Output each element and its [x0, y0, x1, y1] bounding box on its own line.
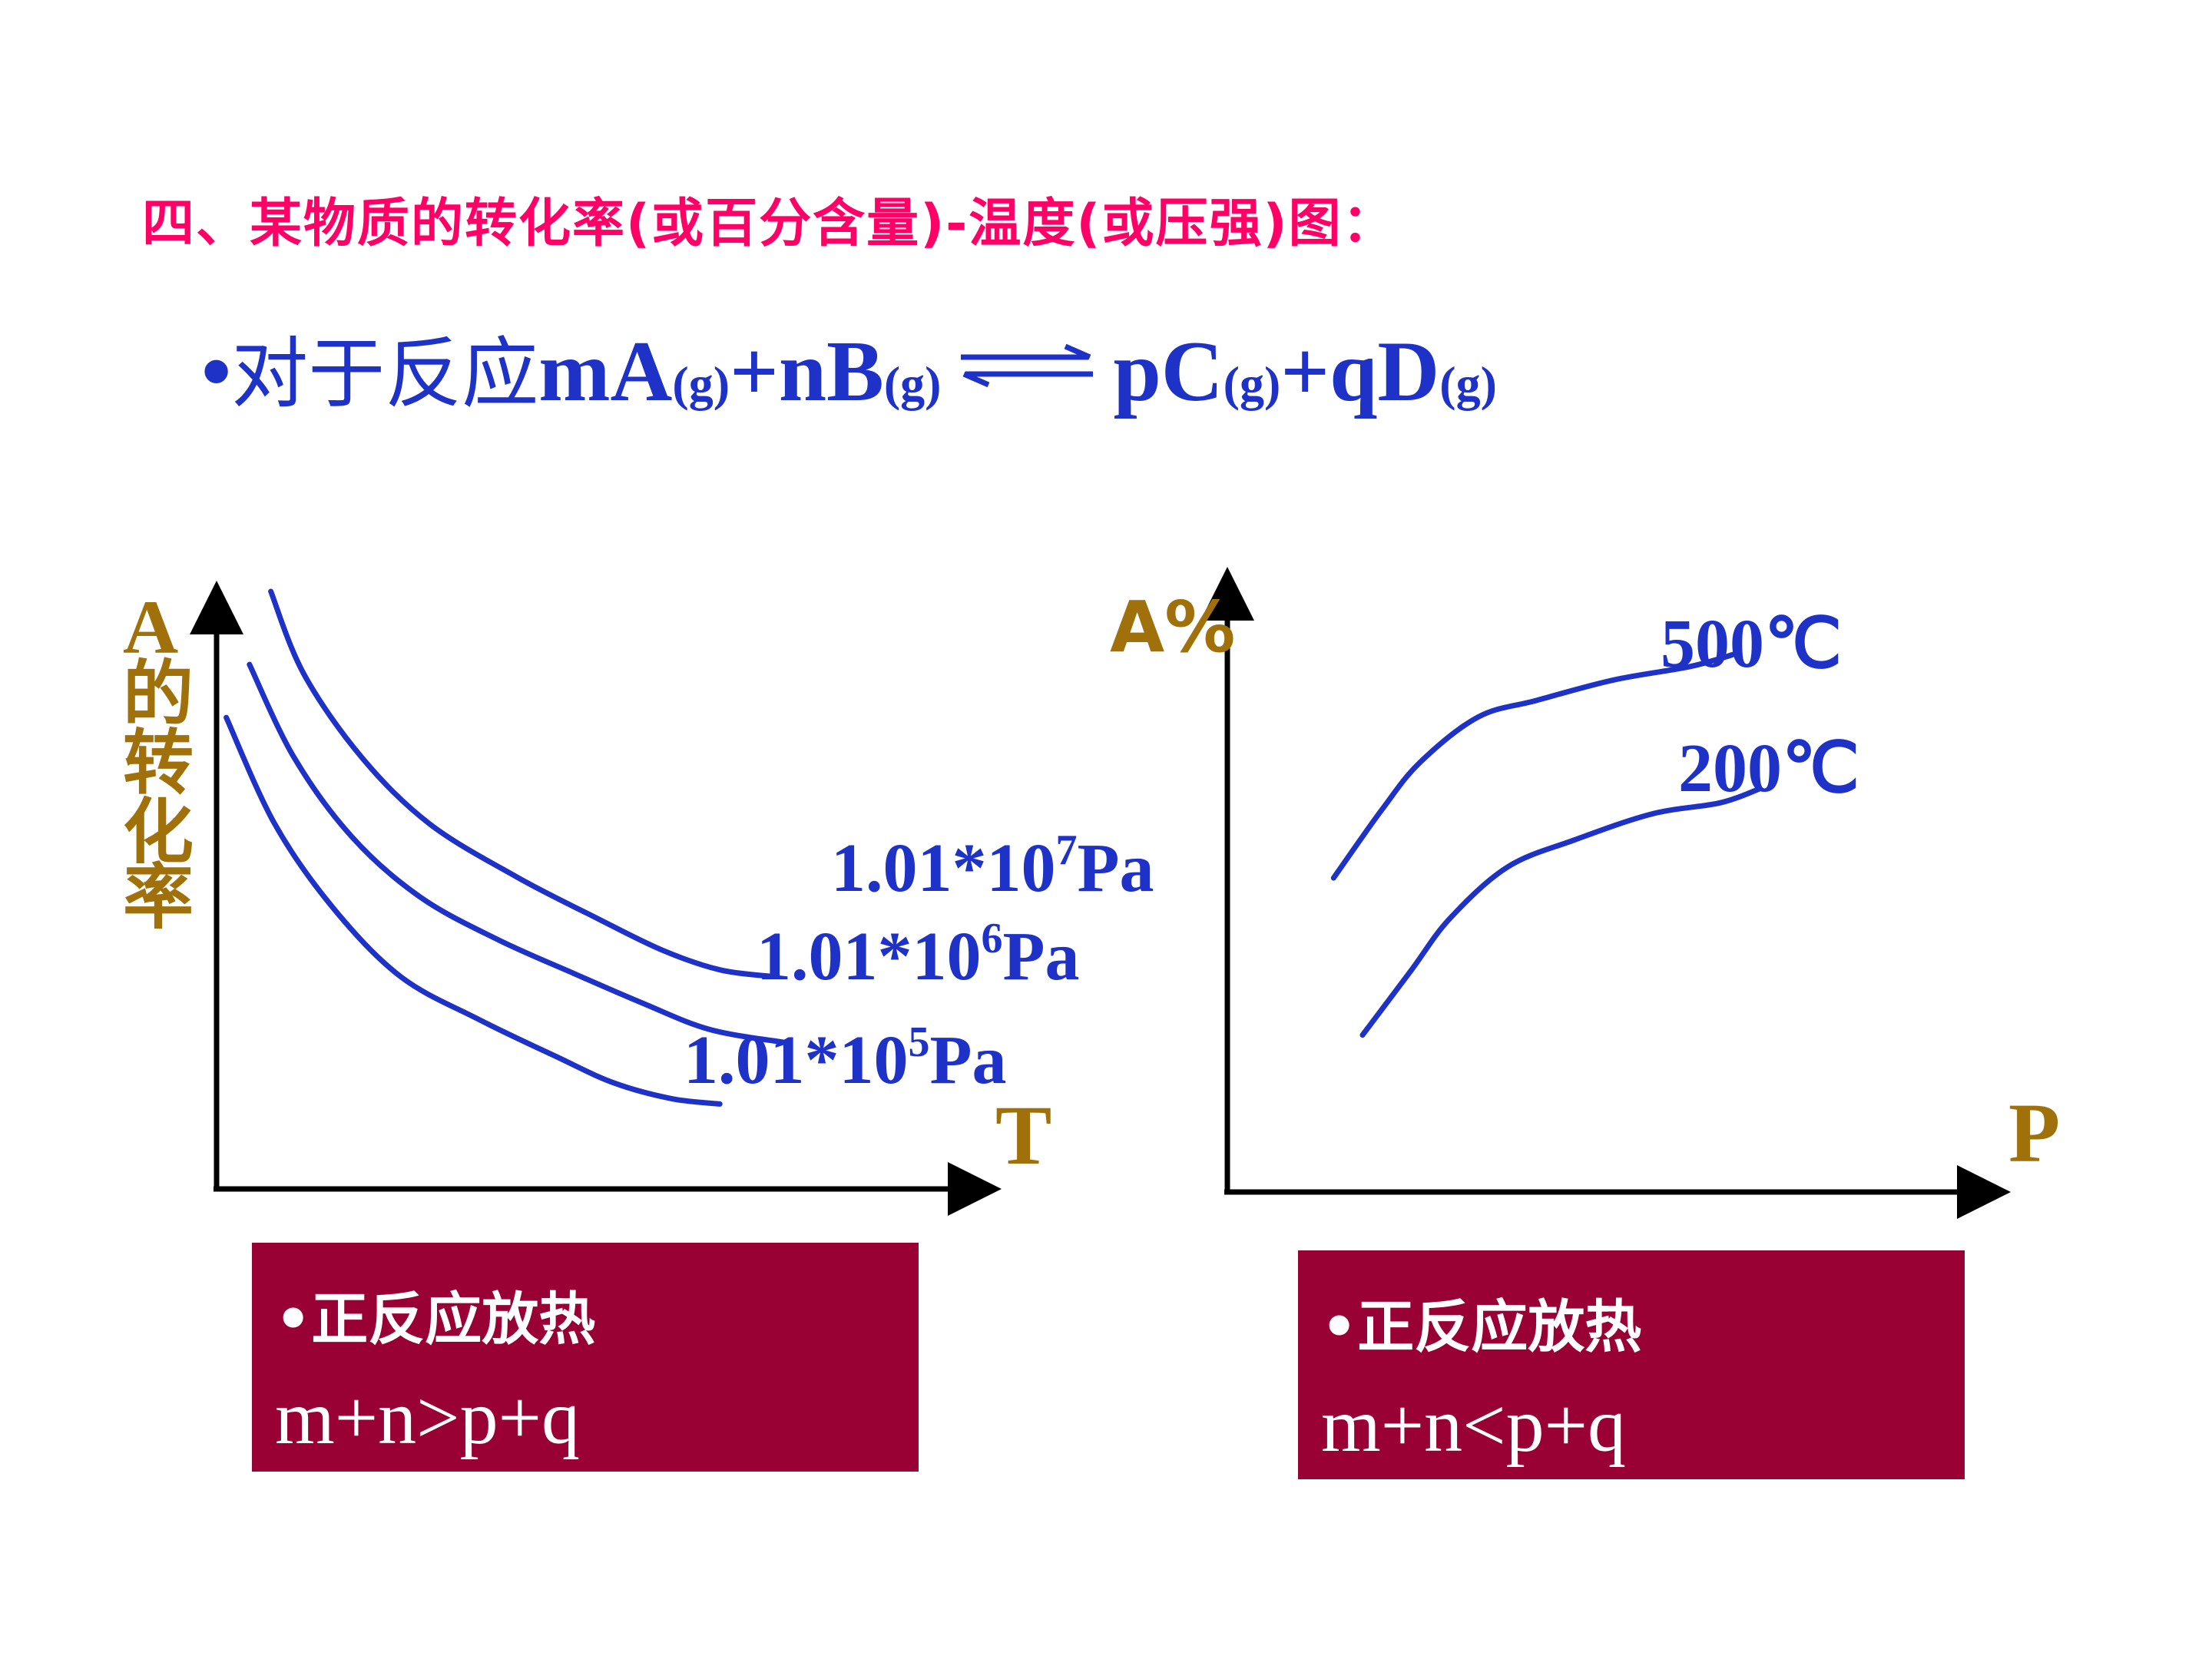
left-chart: A 的 转 化 率 T 1.01*107Pa 1.01*106Pa 1.01*1…: [123, 581, 1154, 1216]
conclusion-heat-label: •正反应放热: [275, 1286, 596, 1353]
series-line-1: [268, 588, 775, 979]
series-label-1e5: 1.01*105Pa: [684, 1018, 1006, 1098]
right-series-group: [1330, 650, 1762, 1038]
slide-title: 四、某物质的转化率(或百分含量)-温度(或压强)图：: [142, 194, 1396, 254]
state-sub: (g): [883, 356, 942, 411]
state-sub: (g): [1223, 356, 1281, 411]
conclusion-relation: m+n>p+q: [275, 1375, 580, 1460]
series-line-2: [1359, 786, 1762, 1038]
series-label-200c: 200℃: [1678, 730, 1859, 806]
left-x-label: T: [995, 1088, 1051, 1182]
conclusion-heat-label: •正反应放热: [1321, 1294, 1642, 1360]
product-c: pC: [1113, 324, 1224, 419]
conclusion-box-right: •正反应放热 m+n<p+q: [1298, 1250, 1965, 1479]
series-label-1e7: 1.01*107Pa: [831, 826, 1154, 906]
state-sub: (g): [672, 356, 730, 411]
series-line-2: [247, 661, 790, 1046]
state-sub: (g): [1439, 356, 1497, 411]
reaction-prefix: 对于反应: [231, 329, 539, 419]
reaction-equation: • 对于反应 mA (g) +nB (g) pC (g) +qD (g): [201, 311, 1497, 434]
right-chart: A% P 500℃ 200℃: [1110, 567, 2060, 1219]
left-y-label-cn: 的 转 化 率: [123, 653, 218, 939]
reactant-b: +nB: [730, 324, 884, 419]
right-y-label: A%: [1110, 586, 1235, 668]
product-d: +qD: [1280, 324, 1440, 419]
left-y-label-a: A: [123, 584, 178, 670]
equilibrium-arrows-icon: [961, 343, 1094, 388]
series-label-1e6: 1.01*106Pa: [757, 915, 1079, 995]
conclusion-relation: m+n<p+q: [1321, 1382, 1626, 1468]
right-x-label: P: [2008, 1086, 2060, 1180]
reactant-a: mA: [538, 324, 673, 419]
series-line-3: [224, 714, 723, 1107]
series-line-1: [1330, 650, 1742, 881]
series-label-500c: 500℃: [1661, 606, 1842, 682]
conclusion-box-left: •正反应放热 m+n>p+q: [252, 1243, 919, 1472]
bullet: •: [201, 324, 232, 419]
left-series-group: [224, 588, 790, 1107]
